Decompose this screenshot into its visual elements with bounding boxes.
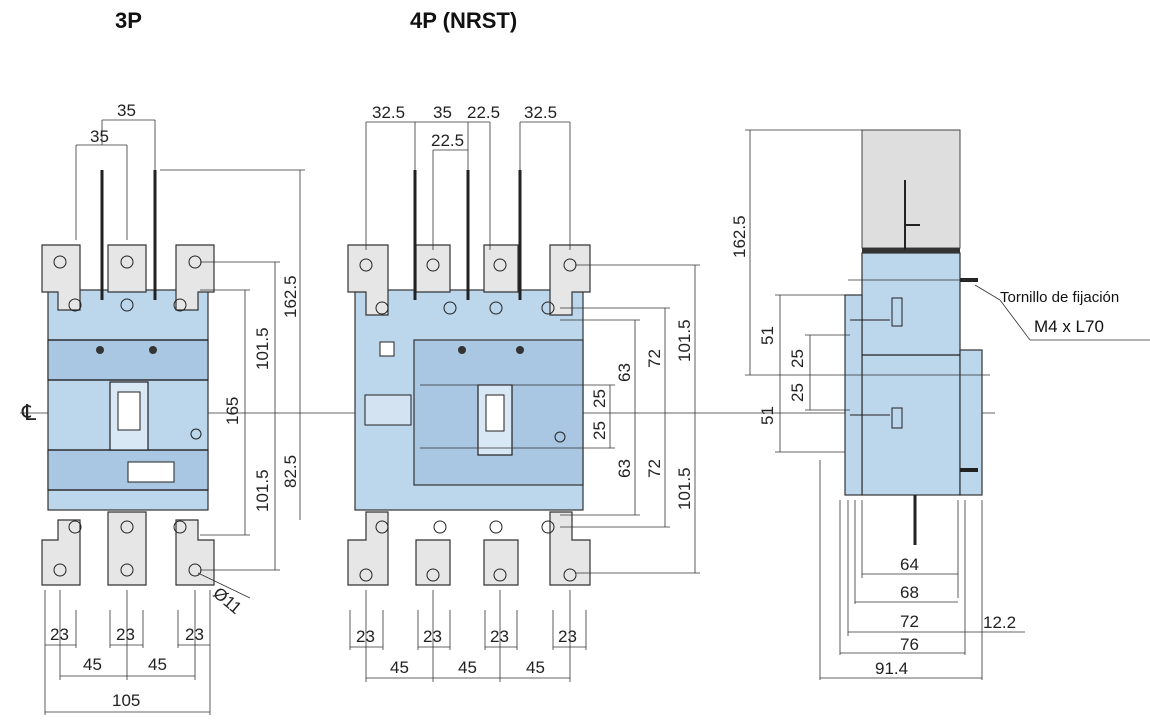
dim-4p-63-top: 63 <box>615 363 634 382</box>
dim-3p-101-5-top: 101.5 <box>253 327 272 370</box>
dim-side-162-5: 162.5 <box>730 215 749 258</box>
terminal-4p-top-1 <box>347 244 389 316</box>
side-body <box>861 252 961 496</box>
terminal-4p-top-3 <box>483 244 519 293</box>
dim-4p-23d: 23 <box>558 627 577 646</box>
terminal-3p-top-1 <box>41 244 81 311</box>
centerline-symbol: ℄ <box>21 400 37 425</box>
view-4p: 32.5 35 22.5 32.5 22.5 63 72 101.5 25 25… <box>347 103 700 682</box>
dim-side-12-2: 12.2 <box>983 613 1016 632</box>
dim-side-91-4: 91.4 <box>875 659 908 678</box>
terminal-3p-bottom-3 <box>175 519 215 586</box>
dim-3p-23a: 23 <box>50 625 69 644</box>
view-3p: 35 35 162.5 101.5 165 101.5 82.5 Ø11 <box>41 101 305 715</box>
dim-side-68: 68 <box>900 583 919 602</box>
terminal-4p-bottom-1 <box>347 511 389 586</box>
side-body-step <box>844 294 863 496</box>
dim-3p-162-5: 162.5 <box>281 275 300 318</box>
terminal-4p-bottom-4 <box>549 511 591 586</box>
dim-side-51-bottom: 51 <box>758 406 777 425</box>
terminal-4p-bottom-2 <box>415 539 451 586</box>
dim-4p-101-5-bottom: 101.5 <box>675 467 694 510</box>
side-terminal-cover <box>861 129 961 249</box>
dim-side-51-top: 51 <box>758 326 777 345</box>
dim-3p-top-35a: 35 <box>117 101 136 120</box>
dim-side-25-top: 25 <box>788 349 807 368</box>
dim-4p-25-bottom: 25 <box>590 421 609 440</box>
dim-3p-hole: Ø11 <box>209 584 245 618</box>
dim-3p-82-5: 82.5 <box>281 455 300 488</box>
dim-4p-101-5-top: 101.5 <box>675 319 694 362</box>
dim-3p-45b: 45 <box>148 655 167 674</box>
screw-spec: M4 x L70 <box>1034 317 1104 336</box>
dim-4p-25-top: 25 <box>590 389 609 408</box>
dim-3p-105: 105 <box>112 691 140 710</box>
dim-3p-165: 165 <box>223 397 242 425</box>
dim-4p-23a: 23 <box>356 627 375 646</box>
dim-4p-45a: 45 <box>390 658 409 677</box>
dim-side-25-bottom: 25 <box>788 383 807 402</box>
dim-4p-45c: 45 <box>526 658 545 677</box>
side-body-front <box>959 349 983 496</box>
dim-4p-72-top: 72 <box>645 349 664 368</box>
dim-4p-top-22-5b: 22.5 <box>431 131 464 150</box>
dim-3p-top-35b: 35 <box>90 127 109 146</box>
title-3p: 3P <box>115 8 142 33</box>
terminal-4p-top-2 <box>415 244 451 293</box>
terminal-3p-bottom-2 <box>107 511 147 586</box>
terminal-4p-top-4 <box>549 244 591 316</box>
dim-3p-23c: 23 <box>185 625 204 644</box>
dim-4p-23b: 23 <box>423 627 442 646</box>
dim-4p-top-35: 35 <box>433 103 452 122</box>
breaker-3p-band-top <box>47 339 209 381</box>
dim-4p-top-32-5a: 32.5 <box>372 103 405 122</box>
screw-label: Tornillo de fijación <box>1000 289 1119 306</box>
dim-4p-72-bottom: 72 <box>645 459 664 478</box>
terminal-4p-bottom-3 <box>483 539 519 586</box>
dim-4p-45b: 45 <box>458 658 477 677</box>
label-plate-3p <box>127 461 175 483</box>
dim-3p-101-5-bottom: 101.5 <box>253 469 272 512</box>
title-4p: 4P (NRST) <box>410 8 517 33</box>
dim-4p-63-bottom: 63 <box>615 459 634 478</box>
terminal-3p-bottom-1 <box>41 519 81 586</box>
dim-3p-23b: 23 <box>116 625 135 644</box>
view-side: Tornillo de fijación M4 x L70 162.5 51 2… <box>730 129 1150 680</box>
dim-4p-top-22-5a: 22.5 <box>467 103 500 122</box>
dim-side-64: 64 <box>900 555 919 574</box>
dim-4p-top-32-5b: 32.5 <box>524 103 557 122</box>
dim-4p-23c: 23 <box>490 627 509 646</box>
dim-side-76: 76 <box>900 635 919 654</box>
dim-3p-45a: 45 <box>83 655 102 674</box>
dim-side-72: 72 <box>900 612 919 631</box>
